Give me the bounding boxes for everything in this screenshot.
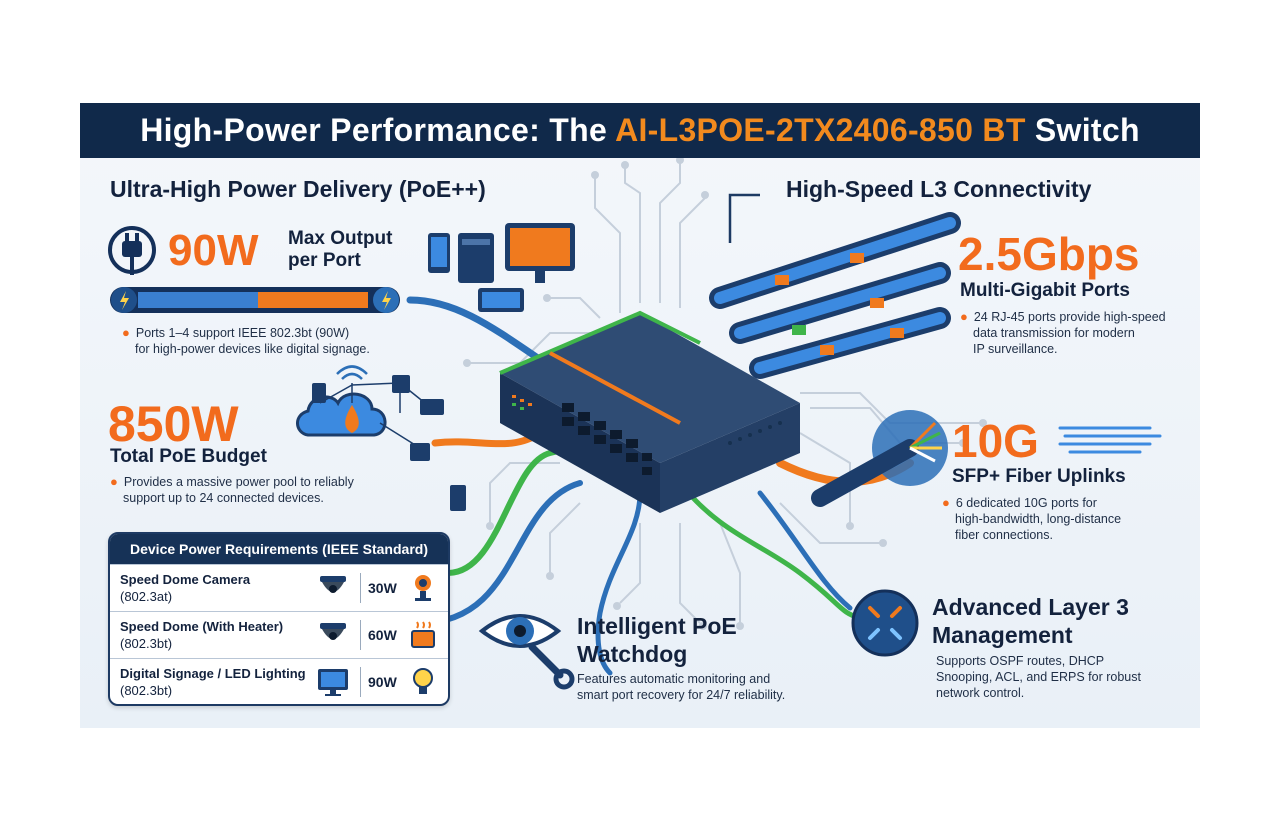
table-row: Speed Dome (With Heater) (802.3bt) 60W	[110, 611, 448, 658]
device-watts: 60W	[368, 627, 397, 643]
multigig-desc-3: IP surveillance.	[973, 342, 1058, 356]
watchdog-eye-wrench-icon	[478, 614, 575, 690]
device-name: Speed Dome (With Heater)	[120, 619, 284, 634]
watchdog-title-1: Intelligent PoE	[577, 613, 737, 639]
data-stream-graphic	[709, 212, 961, 379]
max-output-label-2: per Port	[288, 250, 361, 271]
circuit-nodes	[463, 156, 987, 630]
management-desc-1: Supports OSPF routes, DHCP	[936, 654, 1105, 668]
table-row: Digital Signage / LED Lighting (802.3bt)…	[110, 658, 448, 704]
device-standard: (802.3at)	[120, 589, 173, 604]
watchdog-desc: Features automatic monitoring and smart …	[577, 671, 837, 703]
device-standard: (802.3bt)	[120, 683, 173, 698]
bullet-icon: ●	[110, 474, 118, 489]
watchdog-desc-1: Features automatic monitoring and	[577, 672, 771, 686]
budget-value: 850W	[108, 396, 239, 452]
heater-icon	[411, 621, 435, 648]
max-output-label-1: Max Output	[288, 228, 393, 249]
monitor-icon	[318, 669, 348, 696]
decorative-graphics	[108, 156, 1162, 690]
management-desc: Supports OSPF routes, DHCP Snooping, ACL…	[936, 653, 1186, 701]
title-suffix: Switch	[1025, 112, 1140, 148]
device-watts: 30W	[368, 580, 397, 596]
device-name: Digital Signage / LED Lighting	[120, 666, 306, 681]
table-title: Device Power Requirements (IEEE Standard…	[110, 534, 448, 564]
max-output-desc-1: Ports 1–4 support IEEE 802.3bt (90W)	[135, 326, 350, 340]
power-bar-graphic	[110, 287, 400, 313]
multigig-desc-2: data transmission for modern	[973, 326, 1135, 340]
multigig-desc: ● 24 RJ-45 ports provide high-speed data …	[960, 309, 1190, 357]
plug-icon	[108, 226, 156, 275]
budget-desc-1: Provides a massive power pool to reliabl…	[123, 475, 354, 489]
bullet-icon: ●	[122, 325, 130, 340]
dome-camera-icon	[320, 576, 346, 593]
row-divider	[360, 620, 361, 650]
bullet-icon: ●	[960, 309, 968, 324]
uplinks-desc-1: 6 dedicated 10G ports for	[955, 496, 1097, 510]
watchdog-desc-2: smart port recovery for 24/7 reliability…	[577, 688, 786, 702]
router-management-icon	[851, 589, 919, 657]
watchdog-title: Intelligent PoE Watchdog	[577, 612, 737, 668]
management-title-1: Advanced Layer 3	[932, 594, 1129, 620]
table-row: Speed Dome Camera (802.3at) 30W	[110, 564, 448, 611]
cloud-network-graphic	[296, 365, 466, 511]
title-model: AI-L3POE-2TX2406-850 BT	[615, 112, 1026, 148]
budget-desc-2: support up to 24 connected devices.	[123, 491, 324, 505]
max-output-value: 90W	[168, 226, 259, 275]
uplinks-label: SFP+ Fiber Uplinks	[952, 466, 1126, 487]
light-bulb-icon	[413, 668, 433, 694]
watchdog-title-2: Watchdog	[577, 641, 688, 667]
management-title-2: Management	[932, 622, 1073, 648]
multigig-desc-1: 24 RJ-45 ports provide high-speed	[973, 310, 1166, 324]
management-desc-2: Snooping, ACL, and ERPS for robust	[936, 670, 1141, 684]
device-power-table: Device Power Requirements (IEEE Standard…	[108, 532, 450, 706]
uplinks-value: 10G	[952, 415, 1039, 467]
row-divider	[360, 573, 361, 603]
budget-label: Total PoE Budget	[110, 446, 267, 467]
max-output-desc-2: for high-power devices like digital sign…	[135, 342, 370, 356]
uplinks-desc: ● 6 dedicated 10G ports for high-bandwidt…	[942, 495, 1172, 543]
uplinks-desc-3: fiber connections.	[955, 528, 1053, 542]
fiber-cable-graphic	[811, 410, 1162, 507]
ip-camera-icon	[415, 575, 431, 601]
budget-desc: ● Provides a massive power pool to reliab…	[110, 474, 410, 506]
page-title: High-Power Performance: The AI-L3POE-2TX…	[140, 112, 1140, 149]
bullet-icon: ●	[942, 495, 950, 510]
uplinks-desc-2: high-bandwidth, long-distance	[955, 512, 1122, 526]
device-cluster-top	[428, 223, 575, 312]
management-desc-3: network control.	[936, 686, 1025, 700]
device-watts: 90W	[368, 674, 397, 690]
network-switch-graphic	[499, 310, 800, 513]
dome-camera-icon	[320, 623, 346, 640]
title-prefix: High-Power Performance: The	[140, 112, 616, 148]
circuit-traces	[470, 163, 980, 624]
connectivity-heading: High-Speed L3 Connectivity	[786, 176, 1092, 202]
max-output-desc: ● Ports 1–4 support IEEE 802.3bt (90W) fo…	[122, 325, 442, 357]
title-banner: High-Power Performance: The AI-L3POE-2TX…	[80, 103, 1200, 158]
row-divider	[360, 667, 361, 697]
device-standard: (802.3bt)	[120, 636, 173, 651]
multigig-value: 2.5Gbps	[958, 228, 1140, 280]
infographic-canvas: High-Power Performance: The AI-L3POE-2TX…	[80, 103, 1200, 728]
management-title: Advanced Layer 3 Management	[932, 593, 1129, 649]
multigig-label: Multi-Gigabit Ports	[960, 280, 1130, 301]
device-name: Speed Dome Camera	[120, 572, 251, 587]
power-heading: Ultra-High Power Delivery (PoE++)	[110, 176, 486, 202]
